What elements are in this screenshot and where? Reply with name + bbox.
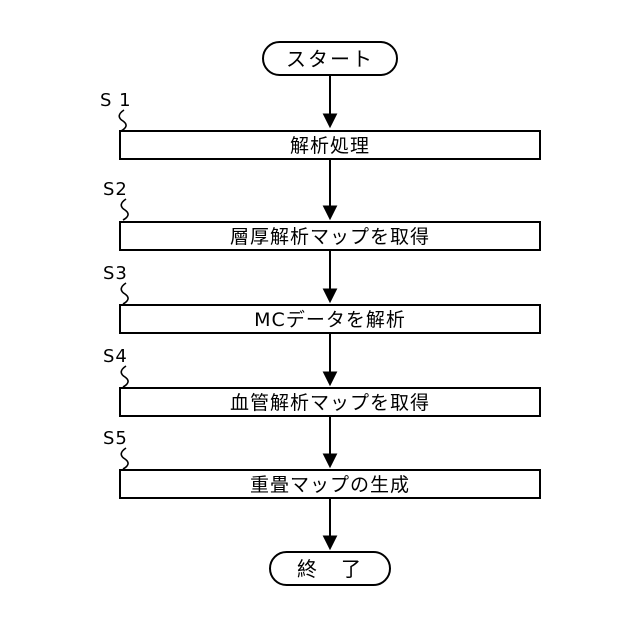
step4-group: S4 血管解析マップを取得 bbox=[103, 346, 541, 417]
step4-id-label: S4 bbox=[103, 346, 128, 367]
end-terminal: 終 了 bbox=[269, 551, 391, 586]
step1-group: S 1 解析処理 bbox=[100, 90, 541, 160]
end-terminal-label: 終 了 bbox=[297, 557, 363, 581]
step3-group: S3 MCデータを解析 bbox=[103, 263, 541, 334]
step2-label: 層厚解析マップを取得 bbox=[230, 226, 430, 248]
start-terminal-label: スタート bbox=[286, 47, 374, 71]
start-terminal: スタート bbox=[262, 41, 398, 76]
step1-box bbox=[119, 130, 541, 160]
step3-id-label: S3 bbox=[103, 263, 128, 284]
step1-id-label: S 1 bbox=[100, 90, 132, 111]
step2-group: S2 層厚解析マップを取得 bbox=[103, 179, 541, 251]
step5-label: 重畳マップの生成 bbox=[250, 474, 410, 496]
step4-leader-squiggle bbox=[120, 365, 129, 388]
step1-label: 解析処理 bbox=[290, 135, 370, 157]
step5-group: S5 重畳マップの生成 bbox=[103, 428, 541, 499]
step4-label: 血管解析マップを取得 bbox=[230, 392, 430, 414]
step2-id-label: S2 bbox=[103, 179, 128, 200]
step2-leader-squiggle bbox=[120, 198, 129, 221]
step1-leader-squiggle bbox=[118, 109, 127, 132]
step5-leader-squiggle bbox=[120, 447, 129, 470]
step3-leader-squiggle bbox=[120, 282, 129, 305]
step3-label: MCデータを解析 bbox=[254, 309, 406, 331]
step5-id-label: S5 bbox=[103, 428, 128, 449]
step3-box bbox=[119, 304, 541, 334]
end-terminal-shape bbox=[269, 551, 391, 586]
